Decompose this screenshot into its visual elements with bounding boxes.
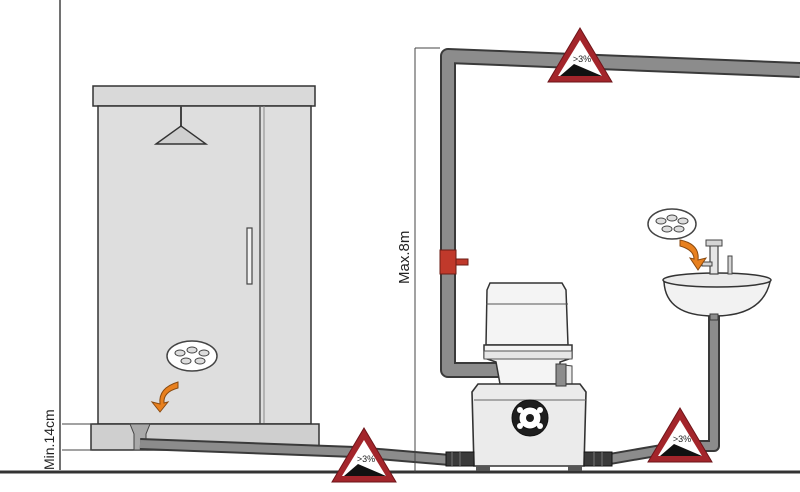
min-height-dimension: Min.14cm	[41, 409, 92, 470]
shower-glass	[97, 105, 312, 425]
slope-warning-top: >3%	[547, 27, 613, 83]
drain-grate-icon	[647, 208, 697, 240]
max-height-label: Max.8m	[396, 231, 413, 284]
shower-head	[153, 125, 209, 145]
valve-body	[439, 249, 457, 275]
faucet-handle	[727, 255, 733, 275]
check-valve	[439, 249, 469, 275]
valve-lever	[455, 258, 469, 266]
pump-foot-left	[476, 466, 490, 471]
min-height-label: Min.14cm	[41, 409, 57, 470]
shower-door-handle	[246, 227, 253, 285]
pump-inlet-right	[583, 451, 613, 467]
max-height-dimension: Max.8m	[396, 47, 440, 472]
shower-roof	[92, 85, 316, 107]
washbasin	[662, 239, 772, 321]
toilet-cistern	[485, 282, 569, 346]
shower-cabin	[90, 85, 320, 451]
slope-label-top: >3%	[573, 54, 591, 64]
faucet-body	[709, 243, 719, 275]
slope-warning-bottom-right: >3%	[647, 407, 713, 463]
slope-label-bottom-right: >3%	[673, 434, 691, 444]
slope-warning-bottom-left: >3%	[331, 427, 397, 483]
toilet-seat	[483, 350, 573, 360]
faucet-top	[705, 239, 723, 247]
basin-rim	[662, 272, 772, 288]
slope-label-bottom-left: >3%	[357, 454, 375, 464]
toilet	[483, 282, 573, 385]
macerator-pump	[445, 363, 613, 471]
curved-arrow-icon	[679, 239, 708, 271]
pump-discharge-connector	[555, 363, 567, 387]
pump-foot-right	[568, 466, 582, 471]
drain-grate-icon	[166, 340, 218, 372]
sink-drain-outlet	[709, 313, 719, 321]
curved-arrow-icon	[150, 381, 179, 413]
